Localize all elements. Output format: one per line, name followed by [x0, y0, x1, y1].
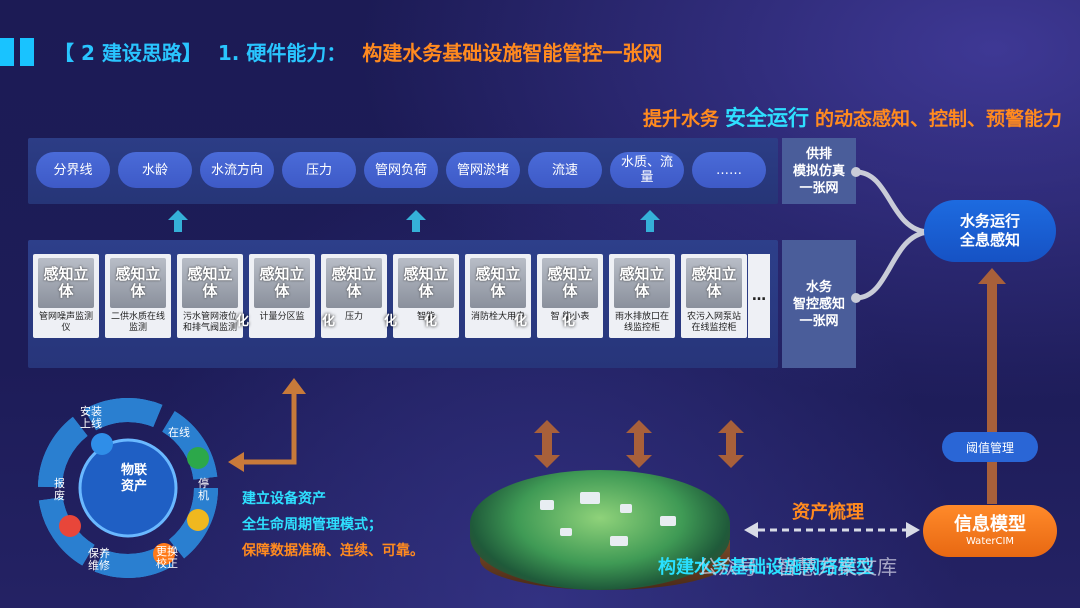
simulation-net-text: 供排模拟仿真一张网	[793, 146, 845, 197]
up-arrow-icon	[640, 210, 660, 232]
device-caption: 感知立体	[470, 266, 526, 300]
device-caption: 感知立体	[686, 266, 742, 300]
device-caption: 感知立体	[398, 266, 454, 300]
ring-segment: 保养维修	[88, 548, 110, 572]
ring-segment: 在线	[168, 424, 190, 440]
more-devices: …	[748, 254, 770, 338]
metric-tag: 水龄	[118, 152, 192, 188]
metric-tag: 分界线	[36, 152, 110, 188]
ring-segment-text: 保养维修	[88, 547, 110, 572]
device-image: 感知立体	[182, 258, 238, 308]
overlay-char: 化	[384, 310, 398, 329]
asset-sorting-label: 资产梳理	[792, 498, 864, 524]
ring-center-text: 物联资产	[121, 463, 147, 494]
metric-tag: 水流方向	[200, 152, 274, 188]
device-image: 感知立体	[254, 258, 310, 308]
up-arrow-icon	[406, 210, 426, 232]
device-image: 感知立体	[326, 258, 382, 308]
lifecycle-line-2: 全生命周期管理模式；	[242, 512, 424, 538]
overlay-char: 化	[424, 310, 438, 329]
device-image: 感知立体	[110, 258, 166, 308]
metric-tag-row: 分界线水龄水流方向压力管网负荷管网淤堵流速水质、流量……	[36, 152, 766, 188]
device-label: 污水管网液位和排气阀监测	[177, 312, 243, 334]
device-card: 感知立体计量分区监	[249, 254, 315, 338]
lifecycle-text: 建立设备资产 全生命周期管理模式； 保障数据准确、连续、可靠。	[242, 486, 424, 564]
info-model-sub: WaterCIM	[966, 536, 1014, 548]
watermark: 公众号 · 智慧方案文库	[698, 551, 897, 580]
metric-tag: 水质、流量	[610, 152, 684, 188]
device-caption: 感知立体	[110, 266, 166, 300]
subtitle-highlight: 安全运行	[725, 106, 809, 130]
ring-segment: 报废	[54, 478, 66, 502]
device-label: 计量分区监	[257, 312, 306, 323]
sensing-net-label: 水务智控感知一张网	[782, 240, 856, 368]
device-card: 感知立体污水管网液位和排气阀监测	[177, 254, 243, 338]
device-image: 感知立体	[38, 258, 94, 308]
subtitle-pre: 提升水务	[643, 108, 719, 130]
metric-tag: 流速	[528, 152, 602, 188]
device-label: 二供水质在线监测	[105, 312, 171, 334]
overlay-char: 化	[322, 310, 336, 329]
device-card: 感知立体雨水排放口在线监控柜	[609, 254, 675, 338]
device-card: 感知立体二供水质在线监测	[105, 254, 171, 338]
subtitle: 提升水务安全运行的动态感知、控制、预警能力	[643, 102, 1062, 132]
info-model-title: 信息模型	[954, 514, 1026, 536]
ring-segment-text: 更换校正	[156, 545, 178, 570]
full-awareness-node: 水务运行全息感知	[924, 200, 1056, 262]
metric-tag: 压力	[282, 152, 356, 188]
device-caption: 感知立体	[326, 266, 382, 300]
title-accent-bar	[0, 38, 14, 66]
bidirectional-arrow-icon	[718, 420, 744, 468]
device-image: 感知立体	[686, 258, 742, 308]
device-caption: 感知立体	[614, 266, 670, 300]
ring-segment-text: 安装上线	[80, 405, 102, 430]
bidirectional-arrow-icon	[626, 420, 652, 468]
page-title: 【 2 建设思路】 1. 硬件能力： 构建水务基础设施智能管控一张网	[54, 38, 662, 68]
overlay-char: 化	[236, 310, 250, 329]
metric-tag: ……	[692, 152, 766, 188]
device-caption: 感知立体	[182, 266, 238, 300]
device-caption: 感知立体	[542, 266, 598, 300]
bidirectional-arrow-icon	[534, 420, 560, 468]
sensing-net-text: 水务智控感知一张网	[793, 279, 845, 330]
device-label: 管网噪声监测仪	[33, 312, 99, 334]
overlay-char: 化	[514, 310, 528, 329]
device-caption: 感知立体	[254, 266, 310, 300]
threshold-management: 阈值管理	[942, 432, 1038, 462]
full-awareness-text: 水务运行全息感知	[960, 212, 1020, 250]
lifecycle-line-3: 保障数据准确、连续、可靠。	[242, 538, 424, 564]
ring-center: 物联资产	[110, 463, 158, 495]
elbow-arrow-icon	[228, 378, 312, 474]
metric-tag: 管网负荷	[364, 152, 438, 188]
device-image: 感知立体	[614, 258, 670, 308]
up-arrow-orange-icon	[978, 268, 1006, 504]
device-image: 感知立体	[470, 258, 526, 308]
subtitle-post: 的动态感知、控制、预警能力	[815, 108, 1062, 130]
metric-tag: 管网淤堵	[446, 152, 520, 188]
device-image: 感知立体	[398, 258, 454, 308]
ring-segment: 安装上线	[80, 406, 102, 430]
title-topic: 构建水务基础设施智能管控一张网	[362, 41, 662, 65]
device-caption: 感知立体	[38, 266, 94, 300]
title-accent-bar	[20, 38, 34, 66]
ring-segment: 停机	[198, 478, 210, 502]
device-image: 感知立体	[542, 258, 598, 308]
ring-segment: 更换校正	[156, 546, 178, 570]
up-arrow-icon	[168, 210, 188, 232]
device-label: 雨水排放口在线监控柜	[609, 312, 675, 334]
overlay-char: 化	[562, 310, 576, 329]
device-label: 压力	[343, 312, 365, 323]
lifecycle-line-1: 建立设备资产	[242, 486, 424, 512]
device-label: 农污入网泵站在线监控柜	[681, 312, 747, 334]
simulation-net-label: 供排模拟仿真一张网	[782, 138, 856, 204]
title-section: 【 2 建设思路】	[54, 41, 202, 65]
device-card: 感知立体管网噪声监测仪	[33, 254, 99, 338]
title-part: 1. 硬件能力：	[218, 41, 346, 65]
device-card: 感知立体农污入网泵站在线监控柜	[681, 254, 747, 338]
info-model-node: 信息模型 WaterCIM	[923, 505, 1057, 557]
